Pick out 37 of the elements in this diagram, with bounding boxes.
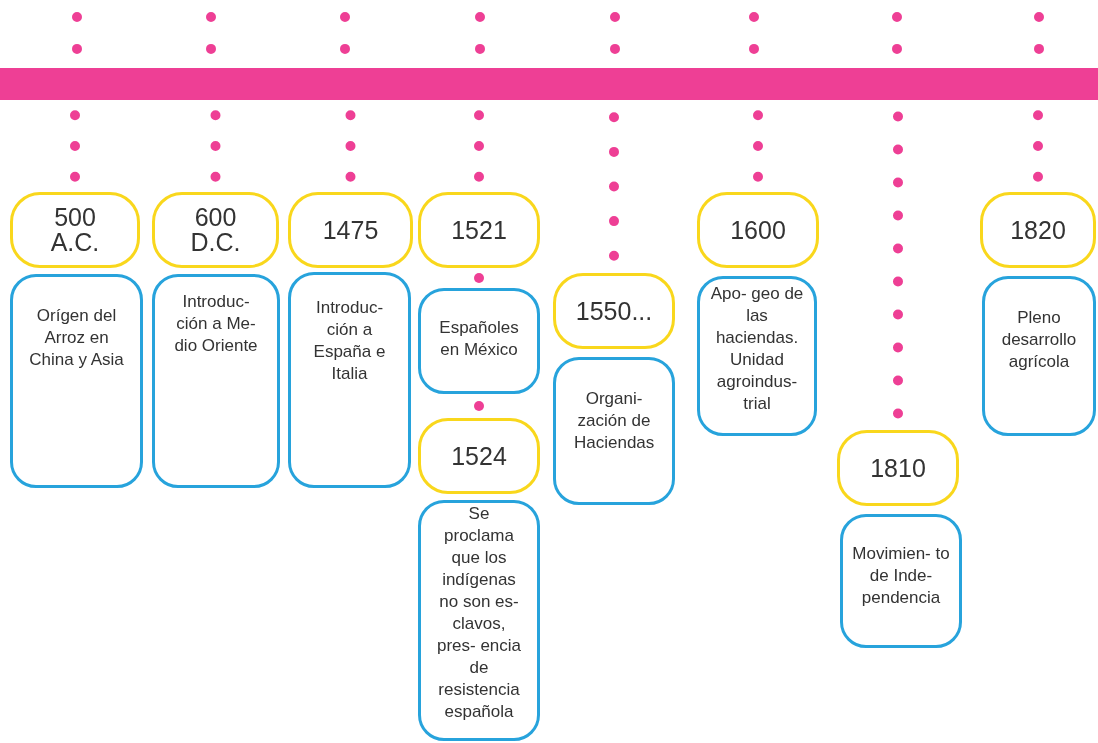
event-box (418, 500, 540, 741)
event-text: Apo- geo de las haciendas. Unidad agroindus- trial (709, 283, 805, 415)
event-text: Introduc- ción a España e Italia (312, 297, 387, 385)
date-box (10, 192, 140, 268)
date-label: 600 D.C. (189, 205, 242, 255)
date-box (697, 192, 819, 268)
date-label: 1810 (869, 455, 927, 481)
date-box (837, 430, 959, 506)
date-label: 1820 (1009, 217, 1067, 243)
date-box (980, 192, 1096, 268)
event-text: Pleno desarrollo agrícola (1000, 307, 1078, 373)
date-label: 1600 (729, 217, 787, 243)
date-box (288, 192, 413, 268)
timeline-bar (0, 68, 1098, 100)
event-box (418, 288, 540, 394)
date-label: 500 A.C. (49, 205, 101, 255)
event-box (10, 274, 143, 488)
event-box (982, 276, 1096, 436)
date-box (418, 418, 540, 494)
event-box (697, 276, 817, 436)
date-label: 1524 (450, 443, 508, 469)
date-box (152, 192, 279, 268)
date-box (418, 192, 540, 268)
event-text: Introduc- ción a Me- dio Oriente (173, 291, 259, 357)
event-text: Orígen del Arroz en China y Asia (28, 305, 125, 371)
event-box (152, 274, 280, 488)
event-box (288, 272, 411, 488)
date-box (553, 273, 675, 349)
date-label: 1475 (321, 217, 380, 243)
event-box (840, 514, 962, 648)
date-label: 1550... (574, 298, 654, 324)
date-label: 1521 (450, 217, 508, 243)
event-text: Organi- zación de Haciendas (574, 388, 654, 454)
event-text: Españoles en México (438, 317, 520, 361)
event-text: Se proclama que los indígenas no son es- clavos, pres- encia de resistencia española (435, 503, 523, 723)
event-box (553, 357, 675, 505)
event-text: Movimien- to de Inde- pendencia (851, 543, 951, 609)
